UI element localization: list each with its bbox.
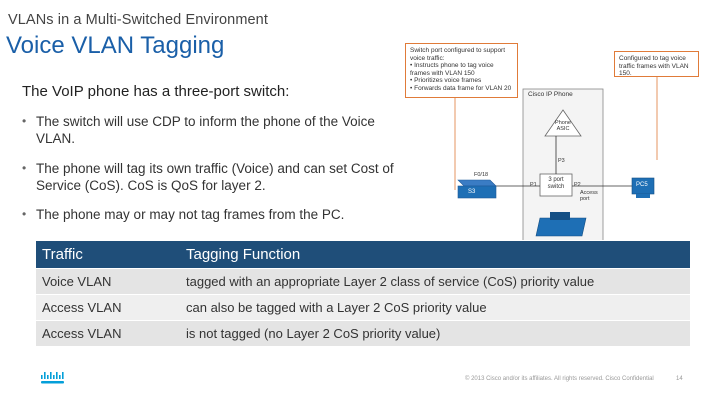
callout-item-text: Forwards data frame for VLAN 20: [414, 84, 512, 92]
callout-title: Switch port configured to support voice …: [410, 47, 506, 62]
bullet-item: • The phone may or may not tag frames fr…: [22, 206, 402, 223]
callout-item-text: Instructs phone to tag voice frames with…: [410, 62, 494, 77]
port-label-p2: P2: [574, 182, 581, 188]
callout-item: • Instructs phone to tag voice frames wi…: [410, 62, 494, 77]
pc-label: PC5: [636, 182, 648, 188]
table-cell: can also be tagged with a Layer 2 CoS pr…: [180, 293, 690, 320]
phone-asic-label: Phone ASIC: [555, 120, 571, 132]
bullet-dot-icon: •: [22, 114, 27, 128]
diagram-canvas: [454, 77, 658, 240]
voice-vlan-diagram: Switch port configured to support voice …: [400, 40, 718, 240]
callout-switch-port: Switch port configured to support voice …: [405, 43, 518, 98]
intro-text: The VoIP phone has a three-port switch:: [22, 83, 290, 100]
switch-body: [457, 185, 497, 199]
pc-base: [636, 194, 650, 198]
port-label-p1: P1: [530, 182, 537, 188]
table-cell: tagged with an appropriate Layer 2 class…: [180, 267, 690, 294]
bullet-dot-icon: •: [22, 161, 27, 175]
ip-phone-icon: [535, 217, 587, 237]
port-label-f018: F0/18: [474, 172, 489, 178]
table-row: Access VLAN can also be tagged with a La…: [36, 293, 690, 320]
footer-copyright: © 2013 Cisco and/or its affiliates. All …: [465, 376, 654, 382]
bullet-item: • The switch will use CDP to inform the …: [22, 113, 402, 147]
bullet-dot-icon: •: [22, 207, 27, 221]
switch-icon: [457, 179, 497, 187]
bullet-text: The switch will use CDP to inform the ph…: [36, 114, 375, 146]
bullet-text: The phone will tag its own traffic (Voic…: [36, 161, 394, 193]
table-row: Access VLAN is not tagged (no Layer 2 Co…: [36, 319, 690, 346]
phone-title: Cisco IP Phone: [528, 91, 573, 98]
table-header-cell: Tagging Function: [180, 241, 690, 268]
table-row: Voice VLAN tagged with an appropriate La…: [36, 267, 690, 294]
slide-title: Voice VLAN Tagging: [6, 32, 225, 59]
table-cell: Voice VLAN: [36, 267, 180, 294]
callout-item-text: Prioritizes voice frames: [414, 77, 482, 84]
table-cell: Access VLAN: [36, 293, 180, 320]
callout-phone-config: Configured to tag voice traffic frames w…: [614, 51, 699, 77]
phone-asic-icon: [544, 109, 582, 137]
switch-label: S3: [468, 189, 476, 195]
table-cell: is not tagged (no Layer 2 CoS priority v…: [180, 319, 690, 346]
access-port-label: Access port: [580, 190, 598, 202]
slide-supertitle: VLANs in a Multi-Switched Environment: [8, 12, 268, 28]
callout-item: • Forwards data frame for VLAN 20: [410, 84, 512, 92]
bullet-item: • The phone will tag its own traffic (Vo…: [22, 160, 402, 194]
port-label-p3: P3: [558, 158, 565, 164]
cisco-logo-icon: [41, 372, 64, 384]
page-number: 14: [676, 376, 683, 382]
table-header-cell: Traffic: [36, 241, 180, 268]
tagging-table: Traffic Tagging Function Voice VLAN tagg…: [36, 241, 690, 346]
bullet-text: The phone may or may not tag frames from…: [36, 207, 345, 222]
ip-phone-handset: [550, 212, 570, 220]
three-port-switch-label: 3 port switch: [547, 177, 565, 190]
table-cell: Access VLAN: [36, 319, 180, 346]
table-header-row: Traffic Tagging Function: [36, 241, 690, 268]
callout-item: • Prioritizes voice frames: [410, 77, 482, 84]
